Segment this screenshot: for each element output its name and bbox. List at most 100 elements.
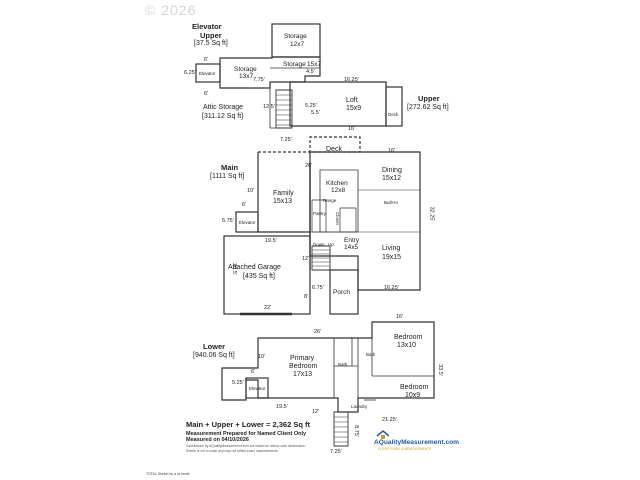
dim-lower-16: 16' <box>396 314 404 320</box>
dim-upper-775: 7.75' <box>253 77 265 83</box>
primary-name-1: Primary <box>290 355 315 362</box>
storage-left-size: 13x7 <box>239 73 254 80</box>
dim-upper-1625: 16.25' <box>344 77 359 83</box>
elevator-upper-title-2: Upper <box>200 31 222 40</box>
disclaimer-fine-2: Sketch is not to scale and may not refle… <box>186 449 279 453</box>
dim-main-16: 16' <box>388 148 396 154</box>
watermark-text: © 2026 <box>145 2 197 18</box>
family-name: Family <box>273 190 294 197</box>
storage-mid-name: Storage <box>283 61 306 68</box>
storage-left-name: Storage <box>234 66 257 73</box>
dining-name: Dining <box>382 167 402 174</box>
storage-mid-size: 15x7 <box>307 61 322 68</box>
upper-title: Upper <box>418 94 440 103</box>
disclaimer-line-2: Measured on 04/10/2026 <box>186 437 249 443</box>
dim-lower-875: 8.75' <box>352 425 359 437</box>
dim-upper-525: 5.25' <box>305 103 317 109</box>
bedroom2-name: Bedroom <box>400 384 429 391</box>
dim-lower-2125: 21.25' <box>382 417 397 423</box>
bedroom2-size: 10x9 <box>405 392 421 399</box>
closet-walls <box>339 207 357 233</box>
living-size: 19x15 <box>382 254 402 261</box>
lower-title: Lower <box>203 342 226 351</box>
kitchen-size: 12x8 <box>331 187 346 194</box>
kitchen-name: Kitchen <box>326 180 348 187</box>
attic-title: Attic Storage <box>203 104 244 111</box>
dim-lower-725: 7.25' <box>330 449 342 455</box>
dim-main-3225: 32.25' <box>428 206 435 222</box>
dim-main-675: 6.75' <box>312 285 324 291</box>
pantry-name: Pantry <box>313 211 327 216</box>
logo-tagline: FLOOR PLANS & MEASUREMENTS <box>378 447 432 451</box>
dim-lower-12: 12' <box>312 409 320 415</box>
elevator-main-name: Elevator <box>239 220 256 225</box>
dim-main-10: 10' <box>247 188 255 194</box>
main-title: Main <box>221 163 239 172</box>
main-area: [1111 Sq ft] <box>210 173 245 180</box>
pantry-walls <box>311 199 327 233</box>
entry-size: 14x5 <box>344 244 359 251</box>
elevator-lower-name: Elevator <box>249 386 266 391</box>
bedroom1-size: 13x10 <box>397 342 417 349</box>
dim-main-1625: 16.25' <box>384 285 399 291</box>
living-name: Living <box>382 245 401 252</box>
elevator-main-room <box>235 211 259 233</box>
disclaimer-fine-1: Calculations by AQualityMeasurement.com … <box>186 444 306 448</box>
lower-outline <box>221 321 435 413</box>
fixture-up: Up <box>328 242 334 247</box>
dim-upper-625: 6.25' <box>184 70 196 76</box>
fixture-down: Down <box>313 242 325 247</box>
dim-main-12: 12' <box>302 256 310 262</box>
dim-lower-525: 5.25' <box>232 380 244 386</box>
family-size: 15x13 <box>273 198 293 205</box>
dim-upper-725: 7.25' <box>280 137 292 143</box>
garage-area: [435 Sq ft] <box>243 273 275 280</box>
total-area-summary: Main + Upper + Lower = 2,362 Sq ft <box>186 420 310 429</box>
dim-main-205: 20.5' <box>230 263 237 275</box>
primary-size: 17x13 <box>293 371 313 378</box>
closet-name: Closet <box>335 212 340 225</box>
porch-outline <box>329 269 359 315</box>
attic-outline <box>219 56 321 89</box>
bath2-name: Bath <box>338 362 348 367</box>
dim-lower-195: 19.5' <box>276 404 288 410</box>
upper-area: [272.62 Sq ft] <box>407 104 449 111</box>
bedroom1-name: Bedroom <box>394 334 423 341</box>
deck-main-outline <box>258 136 361 153</box>
dining-size: 15x12 <box>382 175 402 182</box>
garage-name: Attached Garage <box>228 264 281 271</box>
dim-main-575: 5.75' <box>222 218 234 224</box>
footer-credit: TOTAL Sketch by a la mode <box>146 472 190 476</box>
deck-upper-name: Deck <box>388 112 399 117</box>
deck-upper <box>385 86 403 127</box>
deck-main-name: Deck <box>326 146 342 153</box>
dim-main-195: 19.5' <box>265 238 277 244</box>
dim-upper-125: 12.5' <box>263 104 275 110</box>
fixture-range: Range <box>323 198 337 203</box>
elevator-lower-room <box>245 377 269 399</box>
dim-upper-6a: 6' <box>204 57 209 63</box>
bath-walls <box>333 338 359 398</box>
dim-lower-26: 26' <box>314 329 322 335</box>
lower-area: [940.06 Sq ft] <box>193 352 235 359</box>
dim-upper-6b: 6' <box>204 91 209 97</box>
dim-main-22: 22' <box>264 305 272 311</box>
logo-text: AQualityMeasurement.com <box>374 439 460 446</box>
primary-name-2: Bedroom <box>289 363 318 370</box>
loft-size: 15x9 <box>346 105 362 112</box>
dim-lower-10: 10' <box>258 354 266 360</box>
stair-lower <box>333 411 349 447</box>
attic-area: [311.12 Sq ft] <box>202 113 244 120</box>
laundry-name: Laundry <box>351 404 368 409</box>
logo-house-icon <box>376 430 390 439</box>
main-house-outline <box>309 151 421 291</box>
dim-main-6: 6' <box>242 202 247 208</box>
dim-main-8: 8' <box>304 294 309 300</box>
dim-upper-55: 5.5' <box>311 110 320 116</box>
storage-top-name: Storage <box>284 33 307 40</box>
logo-block: AQualityMeasurement.com FLOOR PLANS & ME… <box>374 430 460 454</box>
dim-main-26: 26' <box>305 163 313 169</box>
loft-name: Loft <box>346 97 358 104</box>
elevator-upper-name: Elevator <box>199 71 216 76</box>
